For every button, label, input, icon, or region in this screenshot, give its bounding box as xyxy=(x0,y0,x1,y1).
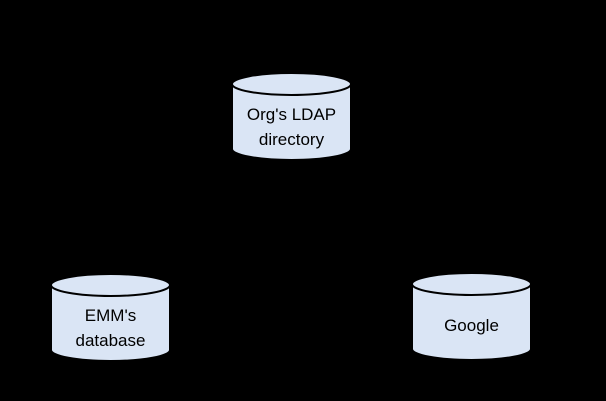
node-google: Google xyxy=(410,271,533,362)
cylinder-body xyxy=(231,84,352,161)
cylinder-top xyxy=(231,72,352,96)
cylinder-top xyxy=(411,272,532,296)
cylinder-top xyxy=(50,273,171,297)
cylinder-body xyxy=(411,284,532,361)
database-cylinder-icon xyxy=(231,72,352,161)
database-cylinder-icon xyxy=(411,272,532,361)
cylinder-body xyxy=(50,285,171,362)
node-emms-database: EMM's database xyxy=(49,272,172,363)
database-cylinder-icon xyxy=(50,273,171,362)
node-orgs-ldap-directory: Org's LDAP directory xyxy=(230,71,353,162)
